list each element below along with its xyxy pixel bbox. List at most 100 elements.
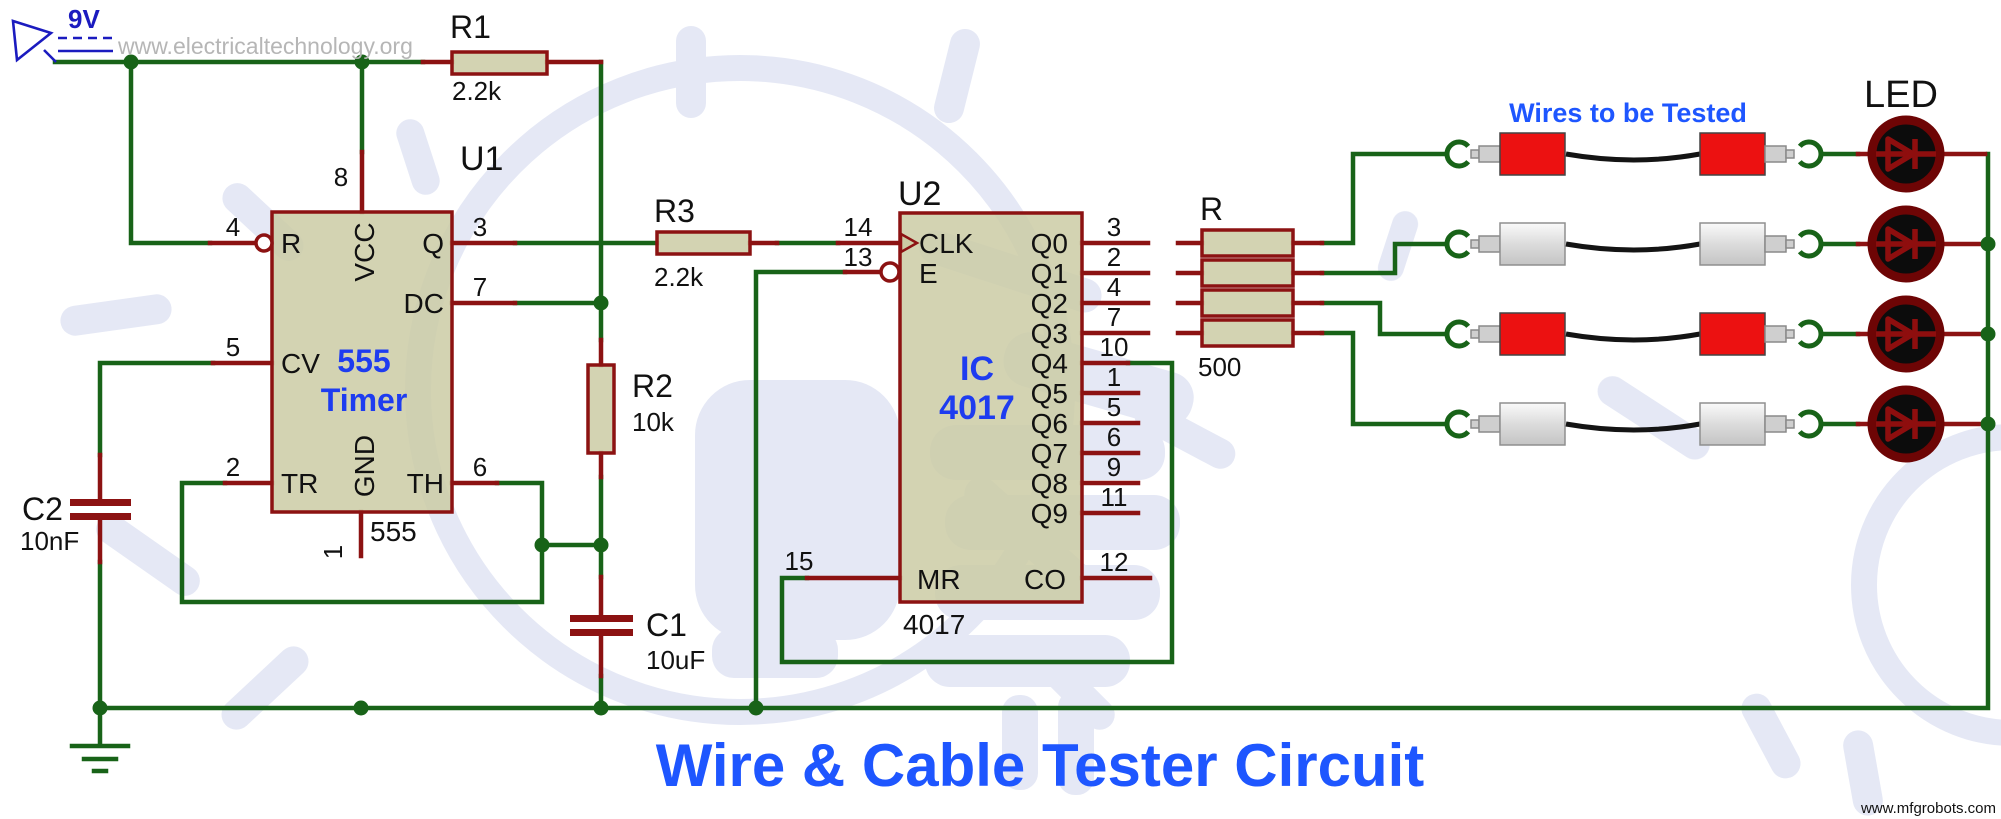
ground-symbol [69,705,131,774]
c1-ref: C1 [646,607,687,643]
junction-dots [92,54,1996,716]
u1-pin2-num: 2 [226,452,240,482]
plug-left [1499,312,1566,356]
net-tr-th-loop [179,480,604,605]
clip-left-icon [1444,409,1471,439]
led-icon [1867,295,1945,373]
c1-value: 10uF [646,645,705,675]
page-title: Wire & Cable Tester Circuit [656,732,1425,799]
cable [1565,421,1701,433]
wires-to-test-label: Wires to be Tested [1509,98,1747,128]
resistor-bank-body-1 [1200,228,1295,258]
u2-name-line1: IC [960,350,994,388]
led-section-label: LED [1864,74,1938,116]
resistor-r1-body [450,50,549,76]
r1-value: 2.2k [452,76,502,106]
u2-q4-label: Q4 [1031,348,1068,379]
r2-value: 10k [632,407,675,437]
led-icon [1867,115,1945,193]
c2-value: 10nF [20,526,79,556]
u2-pin-leads [804,240,1153,581]
battery-clip-icon [11,19,54,63]
u2-q3-label: Q3 [1031,318,1068,349]
u1-pin-tr-label: TR [281,468,318,499]
capacitor-c1-plate-bottom [570,629,633,636]
labels: 9V www.electricaltechnology.org R1 2.2k … [20,4,1996,817]
u2-q2-label: Q2 [1031,288,1068,319]
u1-pin3-num: 3 [473,212,487,242]
cable [1565,331,1701,343]
capacitor-c1-plate-top [570,615,633,622]
u2-pin14-num: 14 [844,212,873,242]
u1-pin-dc-label: DC [404,288,444,319]
u2-q1-num: 2 [1107,242,1121,272]
plug-right [1699,312,1766,356]
u2-q0-num: 3 [1107,212,1121,242]
test-channel-1 [1444,115,1945,193]
u1-name-line1: 555 [337,343,390,379]
led-icon [1867,205,1945,283]
u2-q5-num: 1 [1107,362,1121,392]
resistor-bank-body-4 [1200,318,1295,348]
clip-left-icon [1444,229,1471,259]
net-cv-c2 [97,360,216,711]
net-channel-routing [1319,151,1449,427]
cable [1565,241,1701,253]
clip-right-icon [1797,139,1824,169]
u2-q6-num: 5 [1107,392,1121,422]
u1-ref: U1 [460,140,503,178]
net-enable-gnd [753,269,848,711]
components [70,50,1295,636]
cable [1565,151,1701,163]
u2-q4-num: 10 [1100,332,1129,362]
r1-ref: R1 [450,9,491,45]
u2-q8-num: 9 [1107,452,1121,482]
u1-pin8-num: 8 [334,162,348,192]
net-mr-q4-loop [779,360,1175,665]
led-leads [1855,151,1988,427]
clip-right-icon [1797,229,1824,259]
plug-left [1499,402,1566,446]
c2-ref: C2 [22,491,63,527]
battery-lead [43,49,57,63]
test-channel-4 [1444,385,1945,463]
clip-right-icon [1797,319,1824,349]
ic-4017-body [898,211,1084,604]
battery-symbol [11,19,113,63]
u2-pin-clk-label: CLK [919,228,974,259]
u2-q7-num: 6 [1107,422,1121,452]
led-icon [1867,385,1945,463]
enable-inverter-bubble [879,261,901,283]
clip-left-icon [1444,139,1471,169]
clip-left-icon [1444,319,1471,349]
u2-q8-label: Q8 [1031,468,1068,499]
u2-pin-co-label: CO [1024,564,1066,595]
bulb2-outline [1851,424,2001,746]
plug-left [1499,132,1566,176]
rbank-ref: R [1200,191,1223,227]
net-clip-to-led [1818,151,1861,427]
site-watermark-text: www.electricaltechnology.org [117,33,413,59]
battery-voltage-label: 9V [68,4,100,34]
u1-pin4-num: 4 [226,212,240,242]
u2-pin15-num: 15 [785,546,814,576]
resistor-r3-body [655,230,752,256]
u2-sub-label: 4017 [903,609,965,640]
capacitor-c2-plate-top [70,499,131,506]
clock-edge-arrow-icon [899,231,920,255]
rbank-leads [1175,240,1325,336]
u1-pin6-num: 6 [473,452,487,482]
resistor-bank-body-3 [1200,288,1295,318]
u1-pin1-num: 1 [318,545,348,559]
ic-555-body [270,210,454,514]
u2-pin-e-label: E [919,258,938,289]
resistor-r2-body [586,363,616,455]
u1-pin-th-label: TH [407,468,444,499]
u1-name-line2: Timer [321,382,408,418]
credit-site-text: www.mfgrobots.com [1860,800,1996,817]
u2-q3-num: 7 [1107,302,1121,332]
reset-inverter-bubble [254,233,274,253]
plug-left [1499,222,1566,266]
u2-q9-num: 11 [1101,482,1128,512]
component-leads [97,59,1988,679]
